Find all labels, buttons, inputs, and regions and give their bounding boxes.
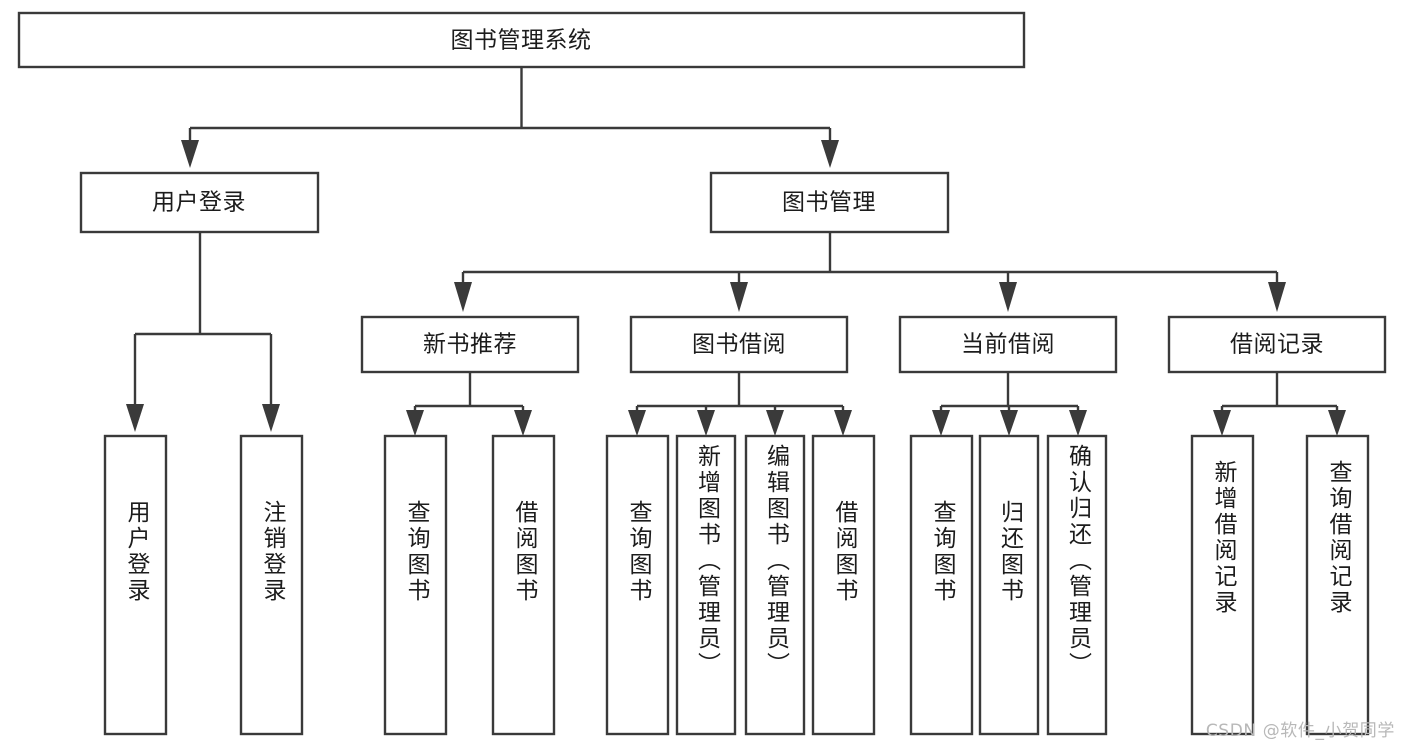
leaf-box-user-login-2[interactable] bbox=[239, 434, 304, 736]
node-new-book-label: 新书推荐 bbox=[423, 332, 517, 358]
leaf-box-bookborrow-3[interactable] bbox=[744, 434, 806, 736]
arrow-head-to-book-manage bbox=[821, 140, 839, 168]
node-root-box[interactable] bbox=[17, 11, 1026, 69]
connector-group-root bbox=[181, 67, 839, 168]
node-new-book-box[interactable] bbox=[360, 315, 580, 374]
arrow-head-leaf-borrowrecord-1 bbox=[1213, 410, 1231, 436]
arrow-head-leaf-newbook-2 bbox=[514, 410, 532, 436]
arrow-head-leaf-newbook-1 bbox=[406, 410, 424, 436]
node-book-borrow-box[interactable] bbox=[629, 315, 849, 374]
arrow-head-leaf-currentborrow-2 bbox=[1000, 410, 1018, 436]
arrow-head-leaf-bookborrow-1 bbox=[628, 410, 646, 436]
leaf-box-borrowrecord-2[interactable] bbox=[1305, 434, 1370, 736]
connector-group-user-login bbox=[126, 232, 280, 432]
node-current-borrow-box[interactable] bbox=[898, 315, 1118, 374]
node-root-label: 图书管理系统 bbox=[451, 28, 592, 54]
connector-group-book-borrow bbox=[628, 372, 852, 436]
arrow-head-to-current-borrow bbox=[999, 282, 1017, 312]
arrow-head-leaf-user-login-1 bbox=[126, 404, 144, 432]
arrow-head-leaf-bookborrow-2 bbox=[697, 410, 715, 436]
leaf-box-user-login-1[interactable] bbox=[103, 434, 168, 736]
arrow-head-to-borrow-record bbox=[1268, 282, 1286, 312]
leaf-box-currentborrow-2[interactable] bbox=[978, 434, 1040, 736]
leaf-box-newbook-1[interactable] bbox=[383, 434, 448, 736]
leaf-box-borrowrecord-1[interactable] bbox=[1190, 434, 1255, 736]
leaf-box-bookborrow-2[interactable] bbox=[675, 434, 737, 736]
arrow-head-leaf-currentborrow-3 bbox=[1069, 410, 1087, 436]
arrow-head-to-new-book bbox=[454, 282, 472, 312]
leaf-box-newbook-2[interactable] bbox=[491, 434, 556, 736]
connector-group-book-manage bbox=[454, 232, 1286, 312]
leaf-box-bookborrow-4[interactable] bbox=[811, 434, 876, 736]
arrow-head-leaf-user-login-2 bbox=[262, 404, 280, 432]
arrow-head-to-user-login bbox=[181, 140, 199, 168]
leaf-box-currentborrow-1[interactable] bbox=[909, 434, 974, 736]
connector-group-current-borrow bbox=[932, 372, 1087, 436]
node-book-manage-label: 图书管理 bbox=[782, 190, 876, 216]
node-book-borrow-label: 图书借阅 bbox=[692, 332, 786, 358]
node-book-manage-box[interactable] bbox=[709, 171, 950, 234]
connector-group-new-book bbox=[406, 372, 532, 436]
arrow-head-to-book-borrow bbox=[730, 282, 748, 312]
node-borrow-record-label: 借阅记录 bbox=[1230, 332, 1324, 358]
arrow-head-leaf-bookborrow-4 bbox=[834, 410, 852, 436]
leaf-box-currentborrow-3[interactable] bbox=[1046, 434, 1108, 736]
leaf-box-bookborrow-1[interactable] bbox=[605, 434, 670, 736]
arrow-head-leaf-currentborrow-1 bbox=[932, 410, 950, 436]
arrow-head-leaf-bookborrow-3 bbox=[766, 410, 784, 436]
node-user-login-box[interactable] bbox=[79, 171, 320, 234]
arrow-head-leaf-borrowrecord-2 bbox=[1328, 410, 1346, 436]
node-current-borrow-label: 当前借阅 bbox=[961, 332, 1055, 358]
connector-group-borrow-record bbox=[1213, 372, 1346, 436]
node-borrow-record-box[interactable] bbox=[1167, 315, 1387, 374]
node-user-login-label: 用户登录 bbox=[152, 190, 246, 216]
